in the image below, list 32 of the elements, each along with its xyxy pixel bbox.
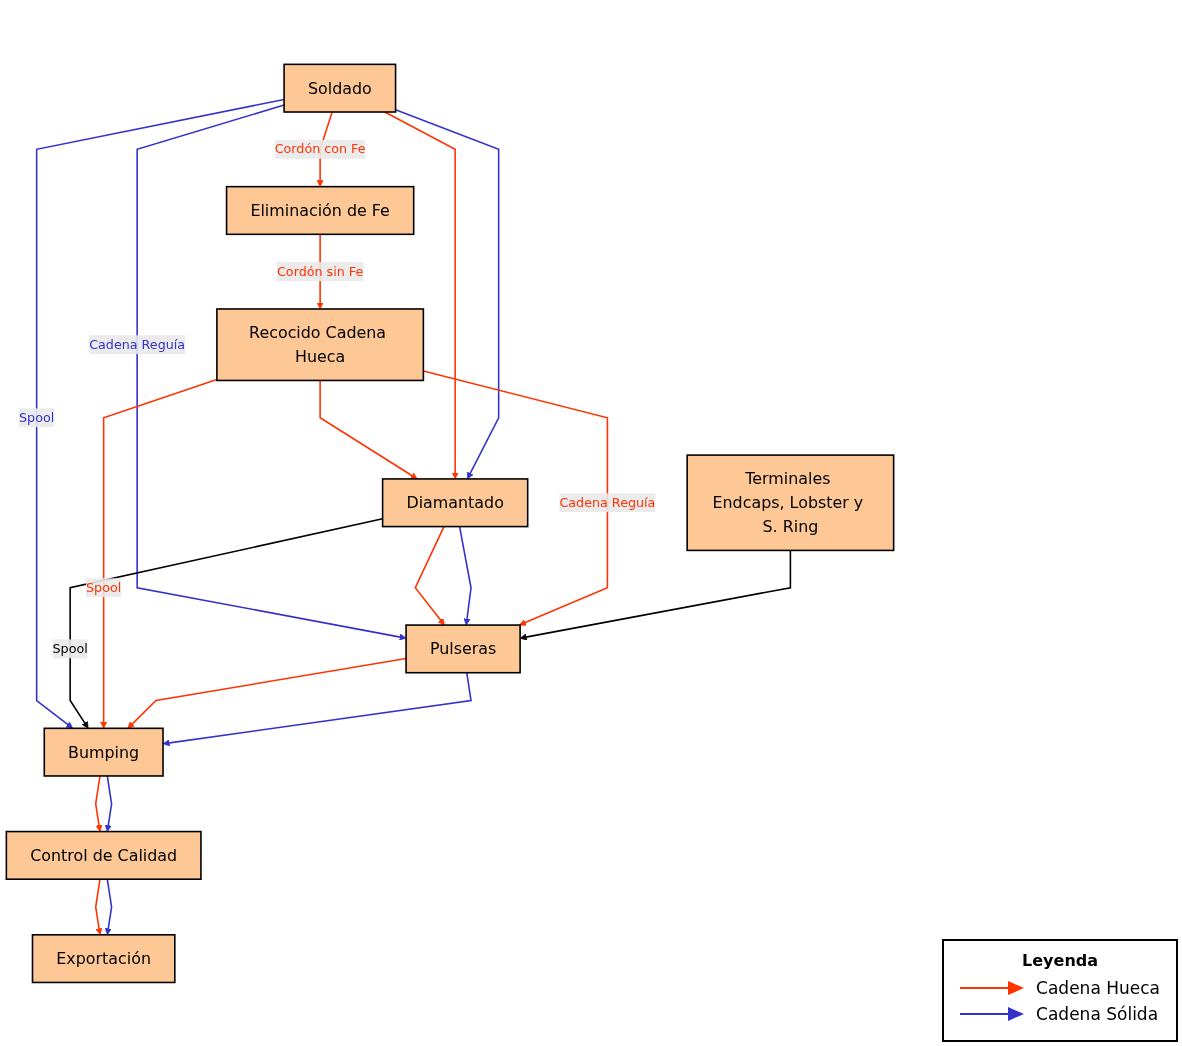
edge-label: Spool [86, 579, 122, 595]
legend-label: Cadena Sólida [1036, 1004, 1159, 1024]
edge-label: Spool [52, 640, 88, 656]
arrow [104, 774, 113, 832]
edge-label: Spool [19, 409, 55, 425]
edge-label: Cadena Reguía [559, 494, 656, 510]
legend-label: Cadena Hueca [1036, 978, 1160, 998]
edge-label: Cordón con Fe [274, 140, 366, 157]
edge-label: Cadena Reguía [89, 336, 186, 352]
node-box: Pulseras [405, 623, 521, 674]
arrow [35, 98, 285, 729]
node-box: Exportación [31, 933, 176, 983]
node-box: Soldado [283, 63, 397, 113]
arrow [94, 774, 103, 832]
arrow [458, 525, 472, 625]
arrow [127, 657, 407, 729]
arrow [136, 103, 407, 641]
arrow [319, 379, 418, 479]
arrow [100, 378, 218, 729]
arrow [94, 878, 103, 935]
node-box: Eliminación de Fe [225, 185, 415, 235]
arrow [383, 110, 459, 479]
node-box: Diamantado [381, 477, 529, 527]
arrow [414, 525, 445, 625]
node-box: Bumping [43, 727, 164, 777]
legend-title: Leyenda [1021, 951, 1099, 970]
arrow [394, 108, 500, 479]
node-box: Control de Calidad [5, 830, 202, 880]
arrow [104, 878, 113, 935]
node-box: Terminales Endcaps, Lobster y S. Ring [686, 453, 895, 551]
edge-label: Cordón sin Fe [277, 263, 364, 279]
node-box: Recocido Cadena Hueca [216, 307, 425, 381]
